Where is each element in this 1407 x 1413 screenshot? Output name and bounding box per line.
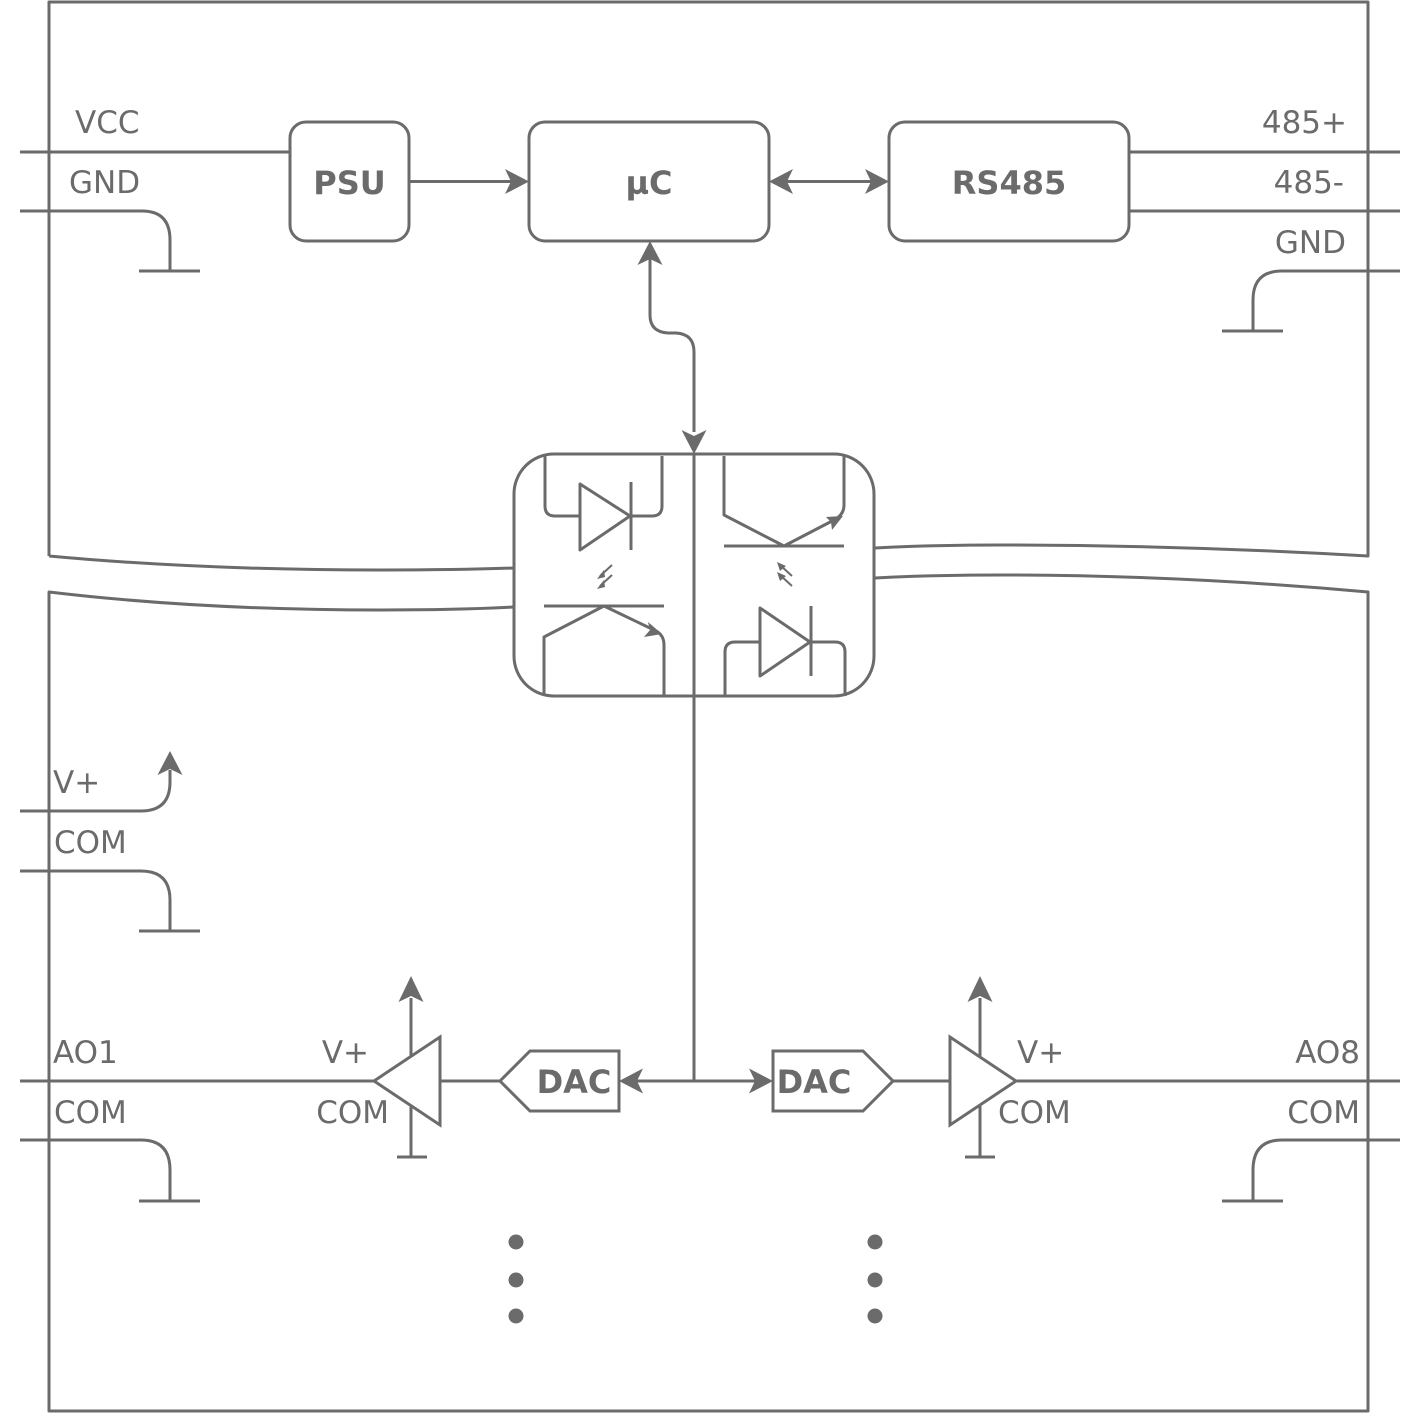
optocoupler-isolator: [512, 452, 876, 698]
analog-output-ao8: DAC V+ COM AO8 COM: [771, 976, 1400, 1203]
trunk-to-dac-left-arrowhead: [619, 1068, 643, 1094]
psu-label: PSU: [313, 164, 385, 202]
phototransistor-bottom-left-arrowhead: [644, 622, 662, 637]
phototransistor-top-right-collector: [722, 456, 785, 548]
dac-left-label: DAC: [537, 1063, 612, 1101]
amplifier-right-vplus-label: V+: [1017, 1035, 1064, 1071]
amplifier-left-vplus-label: V+: [322, 1035, 369, 1071]
light-arrowhead-right-2: [777, 572, 786, 581]
dac-right-label: DAC: [777, 1063, 852, 1101]
vplus-supply-label: V+: [53, 765, 100, 801]
led-top-left-return: [631, 456, 664, 518]
led-top-left-triangle: [578, 482, 632, 552]
ao1-label: AO1: [53, 1035, 118, 1071]
dac-right-block: [771, 1049, 896, 1113]
ao8-label: AO8: [1295, 1035, 1360, 1071]
gnd-wire: [20, 209, 172, 271]
rs485-gnd-wire: [1251, 269, 1400, 331]
ao8-com-wire: [1251, 1138, 1400, 1201]
rs485-minus-label: 485-: [1274, 165, 1344, 201]
ao1-com-wire: [20, 1138, 172, 1201]
field-supply: V+ COM: [20, 751, 200, 933]
ao1-com-label: COM: [54, 1095, 127, 1131]
mcu-rs485-arrowhead-right: [865, 169, 889, 194]
mcu-isolator-arrowhead-down: [681, 430, 707, 454]
phototransistor-bottom-left-collector: [542, 604, 605, 696]
mcu-isolator-arrowhead-up: [637, 241, 663, 265]
led-top-left-lead: [543, 456, 580, 518]
dac-left-block: [497, 1049, 621, 1113]
trunk-to-dac-right-arrowhead: [749, 1068, 773, 1094]
rs485-bus: 485+ 485- GND: [1129, 105, 1400, 333]
vplus-supply-wire: [20, 770, 172, 813]
mcu-label: µC: [625, 164, 672, 202]
amplifier-right: [948, 1034, 1019, 1128]
vplus-supply-arrowhead: [157, 751, 183, 775]
com-supply-wire: [20, 869, 172, 931]
rs485-label: RS485: [952, 164, 1066, 202]
amplifier-right-vplus-arrowhead: [967, 976, 993, 1002]
power-input: VCC GND: [20, 105, 290, 273]
mcu-isolator-wire: [648, 258, 696, 432]
vcc-label: VCC: [75, 105, 140, 141]
amplifier-left-vplus-arrowhead: [398, 976, 424, 1002]
led-bottom-right-lead: [723, 640, 760, 696]
amplifier-left-com-label: COM: [316, 1095, 389, 1131]
light-arrowhead-left-2: [597, 580, 605, 589]
led-bottom-right-return: [811, 640, 847, 696]
continuation-dots-right: [867, 1234, 883, 1324]
phototransistor-top-right-arrowhead: [826, 516, 843, 530]
lower-enclosure: [47, 573, 1370, 1413]
light-arrowhead-left-1: [597, 570, 605, 579]
upper-enclosure: [47, 0, 1370, 558]
amplifier-right-com-label: COM: [998, 1095, 1071, 1131]
rs485-gnd-label: GND: [1275, 225, 1346, 261]
psu-to-mcu-arrowhead: [505, 169, 529, 194]
mcu-rs485-arrowhead-left: [769, 169, 793, 194]
rs485-plus-label: 485+: [1262, 105, 1347, 141]
analog-output-ao1: DAC AO1 COM V+ COM: [20, 976, 621, 1203]
upper-enclosure-break: [48, 554, 515, 572]
rs485-block: [887, 120, 1131, 243]
com-supply-label: COM: [54, 825, 127, 861]
led-bottom-right-triangle: [758, 606, 812, 678]
continuation-dots-left: [508, 1234, 524, 1324]
light-arrowhead-right-1: [777, 562, 786, 571]
ao8-com-label: COM: [1287, 1095, 1360, 1131]
gnd-label: GND: [69, 165, 140, 201]
